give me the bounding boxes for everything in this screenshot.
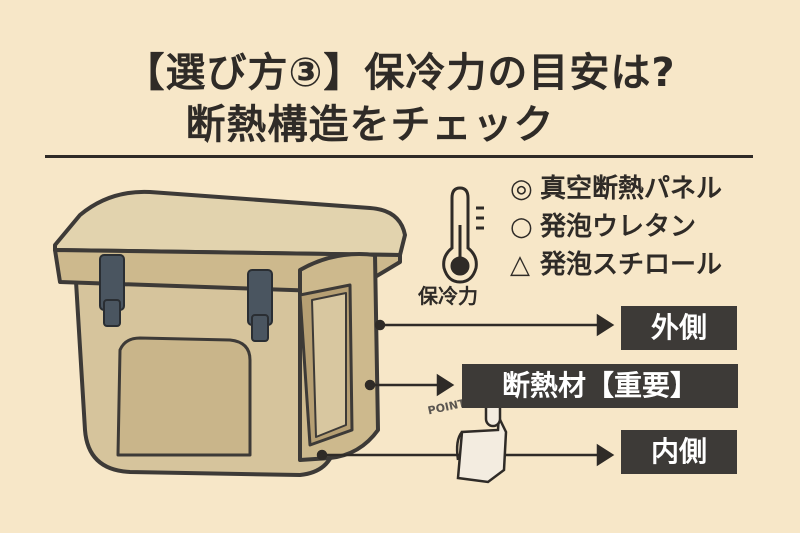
pointing-hand-icon: POINT — [427, 374, 508, 484]
label-inner: 内側 — [621, 430, 737, 474]
label-insulation: 断熱材【重要】 — [462, 364, 738, 408]
title-divider — [45, 155, 753, 158]
latch-left — [99, 254, 125, 327]
legend-item-styrofoam: △発泡スチロール — [510, 250, 723, 280]
latch-right — [247, 269, 273, 342]
page-title-line2: 断熱構造をチェック — [185, 102, 555, 148]
legend-item-urethane: ○発泡ウレタン — [510, 212, 697, 242]
legend-item-vacuum: ◎真空断熱パネル — [510, 174, 723, 204]
page-title-line1: 【選び方③】保冷力の目安は? — [124, 50, 676, 96]
cooler-body — [53, 189, 407, 477]
thermometer-label: 保冷力 — [418, 284, 478, 308]
label-outer: 外側 — [621, 306, 737, 350]
thermometer-icon — [442, 186, 484, 284]
pointer-lines — [316, 313, 615, 467]
